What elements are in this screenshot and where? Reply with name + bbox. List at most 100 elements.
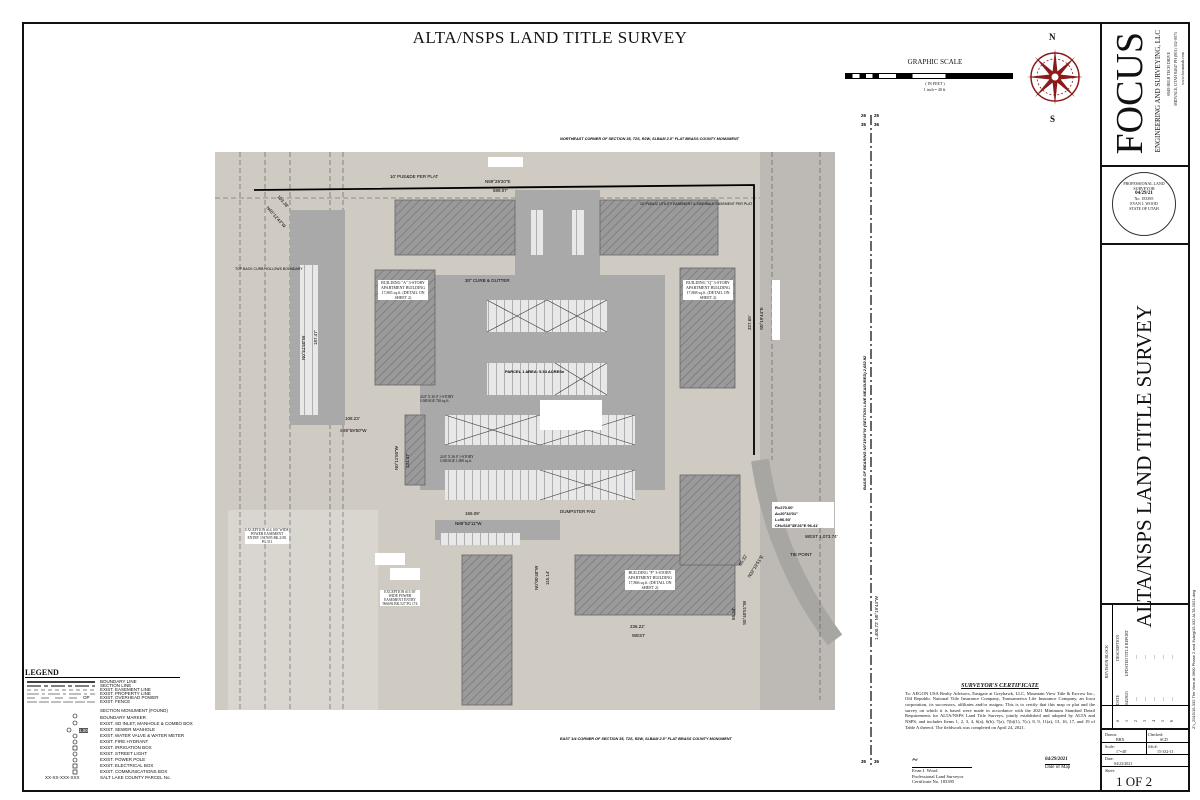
legend-item: EXIST. SD INLET, MANHOLE & COMBO BOX <box>100 721 193 726</box>
checked-value: SCD <box>1160 737 1168 742</box>
legend-item: EXIST. ELECTRICAL BOX <box>100 763 154 768</box>
south-label: S <box>1050 114 1056 124</box>
top-back-label: TOP BACK CURB HOLLOWS BOUNDARY <box>235 267 303 271</box>
job-value: 15-332-11 <box>1157 749 1174 754</box>
boundary-line <box>253 184 755 455</box>
surveyor-signature: ~ <box>912 755 972 768</box>
east-dist: 327.65' <box>747 315 752 330</box>
drawn-value: BHX <box>1116 737 1125 742</box>
exception-15-label: EXCEPTION #15 50' WIDE POWER EASEMENT EN… <box>380 590 420 606</box>
revision-row-num: 4 <box>1151 720 1156 722</box>
svg-text:36: 36 <box>874 122 880 127</box>
revision-row-desc: — <box>1151 655 1156 659</box>
revision-row-desc: — <box>1160 655 1165 659</box>
sheet-number: 1 OF 2 <box>1116 774 1153 789</box>
date-label: Date: <box>1105 756 1114 761</box>
graphic-scale-heading: GRAPHIC SCALE <box>907 58 963 66</box>
legend-tag-op: OP <box>83 695 90 700</box>
legend-item: EXIST. POWER POLE <box>100 757 146 762</box>
sec-dist: 1,400.72' N0°19'44"W <box>874 595 879 640</box>
garage-1-label: 24.8' X 30.0' 1-STORY GARAGE 726 sq.ft. <box>420 395 454 403</box>
parking-stalls <box>300 210 635 545</box>
east-bearing: S0°19'44"E <box>759 307 764 330</box>
checked-label: Checked: <box>1148 732 1164 737</box>
revision-row-date: 04/29/21 <box>1124 691 1129 706</box>
west-bearing: N0°51'50"W <box>301 335 306 360</box>
site-plan: N89°29'20"E 599.07' 10' PUE&DE PER PLAT … <box>215 113 880 765</box>
building-p-label: BUILDING "P" 3-STORY APARTMENT BUILDING … <box>625 570 675 590</box>
certificate-number: Certificate No. 183395 <box>912 779 955 784</box>
svg-text:R=270.00': R=270.00' <box>775 505 793 510</box>
south-inner-dist: 115.14' <box>545 571 550 585</box>
legend-item: EXIST. FENCE <box>100 699 131 704</box>
garage-2-label: 24.8' X 36.0' 1-STORY GARAGE 1,068 sq.ft… <box>440 455 474 463</box>
sw-bearing: S89°59'50"W <box>340 428 367 433</box>
curved-road <box>751 458 843 646</box>
mid-bearing: N89°52'11"W <box>455 521 482 526</box>
seal-state: STATE OF UTAH <box>1129 206 1159 211</box>
legend-heading: LEGEND <box>25 668 180 678</box>
north-line-dist: 599.07' <box>493 188 508 193</box>
legend-tag-inlet: 1.00 <box>79 728 88 733</box>
tie-point: TIE POINT <box>790 552 812 557</box>
redaction-boxes <box>375 157 780 580</box>
seal-number: No. 183395 <box>1134 196 1154 201</box>
revision-row-num: 5 <box>1160 720 1165 722</box>
se-bearing: S0°40'51"W <box>742 600 747 625</box>
legend-symbols <box>27 681 95 775</box>
revision-row-desc: — <box>1142 655 1147 659</box>
drawing-title: ALTA/NSPS LAND TITLE SURVEY <box>412 28 688 47</box>
drawn-label: Drawn: <box>1105 732 1117 737</box>
file-path: Z:\_2015\15-332 The View at 3600 Phase 2… <box>1191 590 1196 729</box>
north-label: N <box>1049 32 1056 42</box>
exception-14-label: EXCEPTION #14 100' WIDE POWER EASEMENT E… <box>245 528 289 544</box>
seal-text: PROFESSIONAL LAND SURVEYOR <box>1123 181 1165 191</box>
building-a-north <box>394 199 516 256</box>
legend-item: EXIST. EASEMENT LINE <box>100 687 151 692</box>
north-line-bearing: N89°29'20"E <box>485 179 511 184</box>
legend-item: EXIST. STREET LIGHT <box>100 751 148 756</box>
svg-text:L=96.93': L=96.93' <box>775 517 791 522</box>
revision-row-date: — <box>1133 697 1138 701</box>
date-value: 04/23/2021 <box>1114 761 1133 766</box>
revision-row-date: — <box>1142 697 1147 701</box>
inner-dist: 131.47' <box>405 453 410 468</box>
legend-item: EXIST. IRRIGATION BOX <box>100 745 152 750</box>
firm-logo: FOCUS <box>1109 32 1151 155</box>
job-label: Job #: <box>1148 744 1158 749</box>
svg-text:35: 35 <box>861 122 867 127</box>
legend-item: SALT LAKE COUNTY PARCEL No. <box>100 775 171 780</box>
legend-item: EXIST. PROPERTY LINE <box>100 691 151 696</box>
building-p-east <box>679 474 741 566</box>
building-sw <box>461 554 513 706</box>
signer-name: Evan J. Wood <box>912 768 938 773</box>
firm-subtitle: ENGINEERING AND SURVEYING, LLC <box>1154 30 1162 153</box>
building-q-north <box>599 199 719 256</box>
pue-north-label: 10' PUE&DE PER PLAT <box>390 174 439 179</box>
drawing-info-block: Drawn: BHX Checked: SCD Scale: 1"=40' Jo… <box>1100 730 1190 792</box>
revision-row-date: — <box>1160 697 1165 701</box>
graphic-scale-units: ( IN FEET ) <box>925 81 945 86</box>
scale-value: 1"=40' <box>1116 749 1127 754</box>
sheet-title: ALTA/NSPS LAND TITLE SURVEY <box>1132 305 1156 628</box>
south-dist: 236.22' <box>630 624 645 629</box>
revision-row-date: — <box>1151 697 1156 701</box>
graphic-scale: GRAPHIC SCALE ( IN FEET ) 1 inch = 40 ft… <box>845 58 1020 98</box>
certificate-body: To: AEGON USA Realty Advisors, Eastgate … <box>905 690 1095 730</box>
svg-text:CH=S10°35'26"E 96.41': CH=S10°35'26"E 96.41' <box>775 523 818 528</box>
firm-address: 6949 HIGH TECH DRIVE <box>1166 52 1171 96</box>
south-bearing: WEST <box>632 633 645 638</box>
west-dist: 187.47' <box>313 330 318 345</box>
dumpster-label: DUMPSTER PAD <box>560 509 596 514</box>
signer-block: Evan J. Wood Professional Land Surveyor … <box>912 768 963 785</box>
legend-item: EXIST. FIRE HYDRANT <box>100 739 149 744</box>
seal-name: EVAN J. WOOD <box>1130 201 1158 206</box>
revision-row-desc: — <box>1169 655 1174 659</box>
map-date: 04/29/2021 Date of Map <box>1045 757 1071 771</box>
legend-tag-parcel: XX-XX-XXX-XXX <box>45 775 80 780</box>
legend-item: SECTION MONUMENT (FOUND) <box>100 708 168 713</box>
scale-label: Scale: <box>1105 744 1115 749</box>
revision-row-num: 2 <box>1133 720 1138 722</box>
revision-col-num: # <box>1115 720 1120 722</box>
